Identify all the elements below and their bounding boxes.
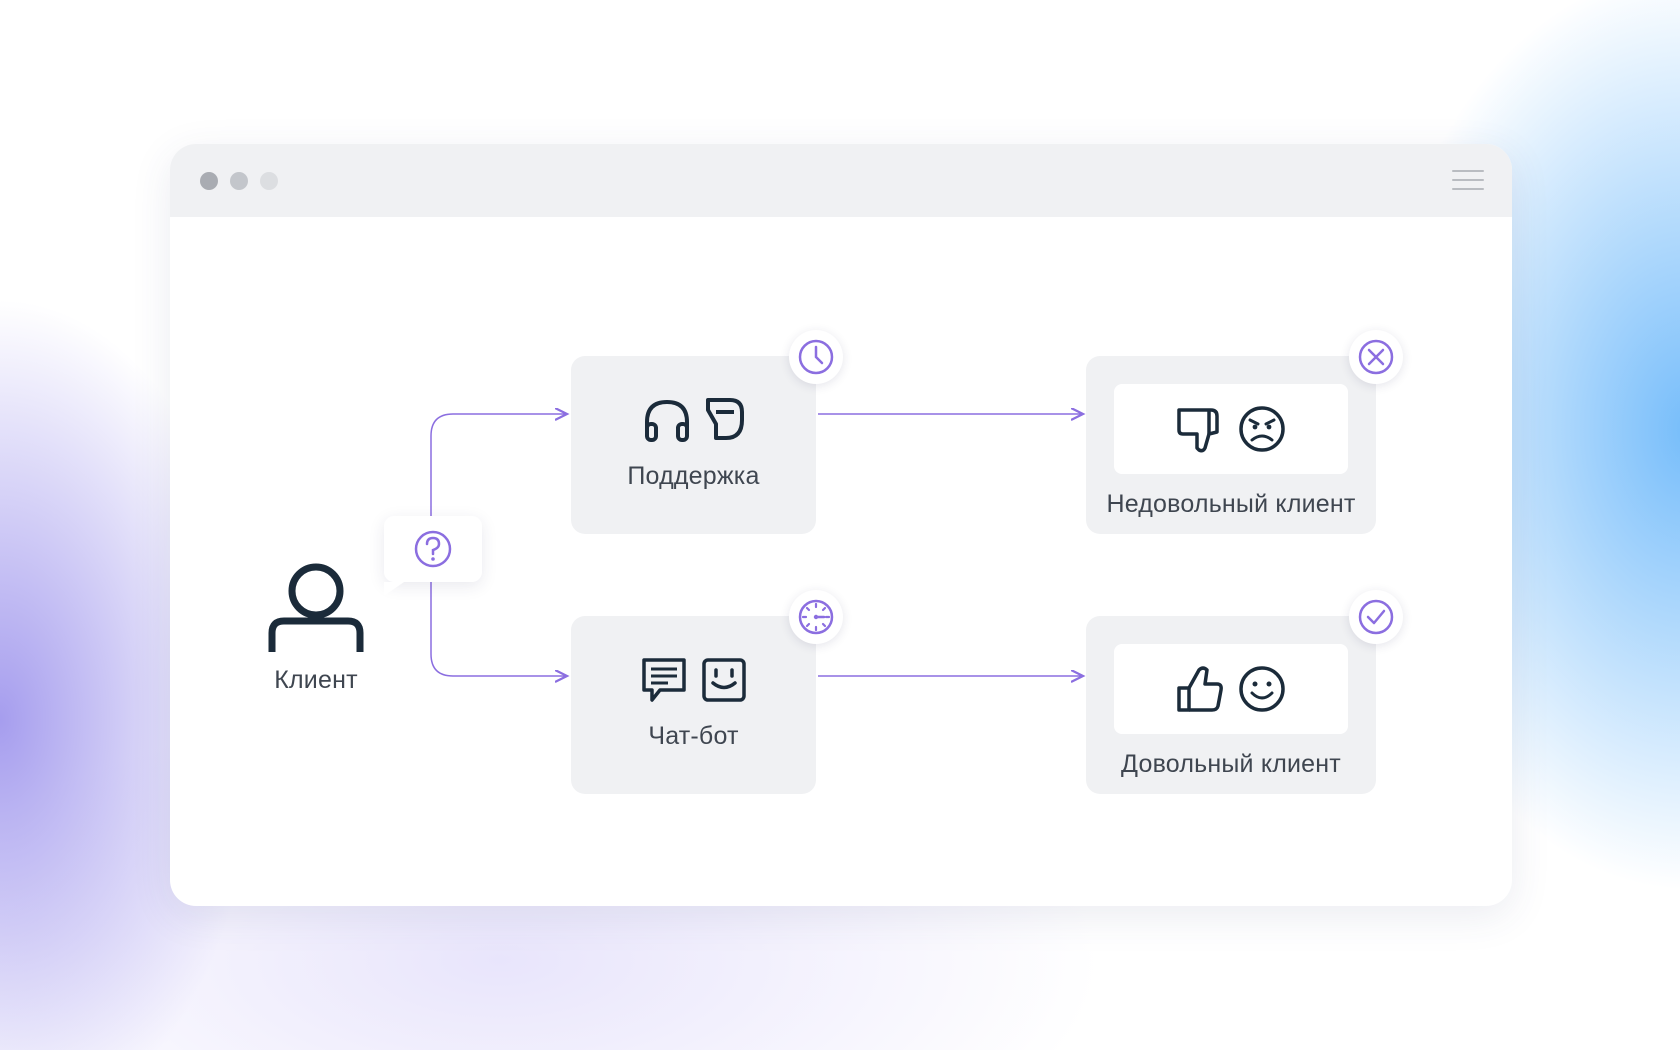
smile-face-icon [1239,666,1285,712]
edge-client-chatbot [430,582,567,676]
chatbot-label: Чат-бот [648,722,739,750]
check-icon [1358,599,1394,635]
happy-node: Довольный клиент [1086,616,1376,794]
cross-icon [1358,339,1394,375]
minimize-dot[interactable] [230,172,248,190]
hamburger-icon[interactable] [1452,166,1484,194]
unhappy-badge [1349,330,1403,384]
happy-badge [1349,590,1403,644]
happy-label: Довольный клиент [1121,750,1341,778]
close-dot[interactable] [200,172,218,190]
user-icon [268,563,364,652]
maximize-dot[interactable] [260,172,278,190]
thumbs-down-icon [1177,408,1219,453]
client-node: Клиент [266,559,366,699]
unhappy-node: Недовольный клиент [1086,356,1376,534]
angry-face-icon [1239,406,1285,452]
unhappy-icon-card [1114,384,1348,474]
headset-icon [644,399,689,442]
window-titlebar [170,144,1512,217]
clock-icon [798,339,834,375]
question-icon [414,530,452,568]
client-label: Клиент [274,666,358,694]
robot-icon [701,658,746,702]
chatbot-node: Чат-бот [571,616,816,794]
unhappy-label: Недовольный клиент [1106,490,1356,518]
app-window: Клиент Поддержка [170,144,1512,906]
happy-icon-card [1114,644,1348,734]
flow-connectors [430,144,1512,906]
edge-client-support [430,414,567,516]
support-node: Поддержка [571,356,816,534]
support-label: Поддержка [627,462,760,490]
chat-icon [641,658,686,702]
question-bubble [384,516,482,596]
speech-bubble-icon [705,398,744,440]
support-badge [789,330,843,384]
thumbs-up-icon [1177,666,1223,712]
chatbot-badge [789,590,843,644]
speed-icon [798,599,834,635]
